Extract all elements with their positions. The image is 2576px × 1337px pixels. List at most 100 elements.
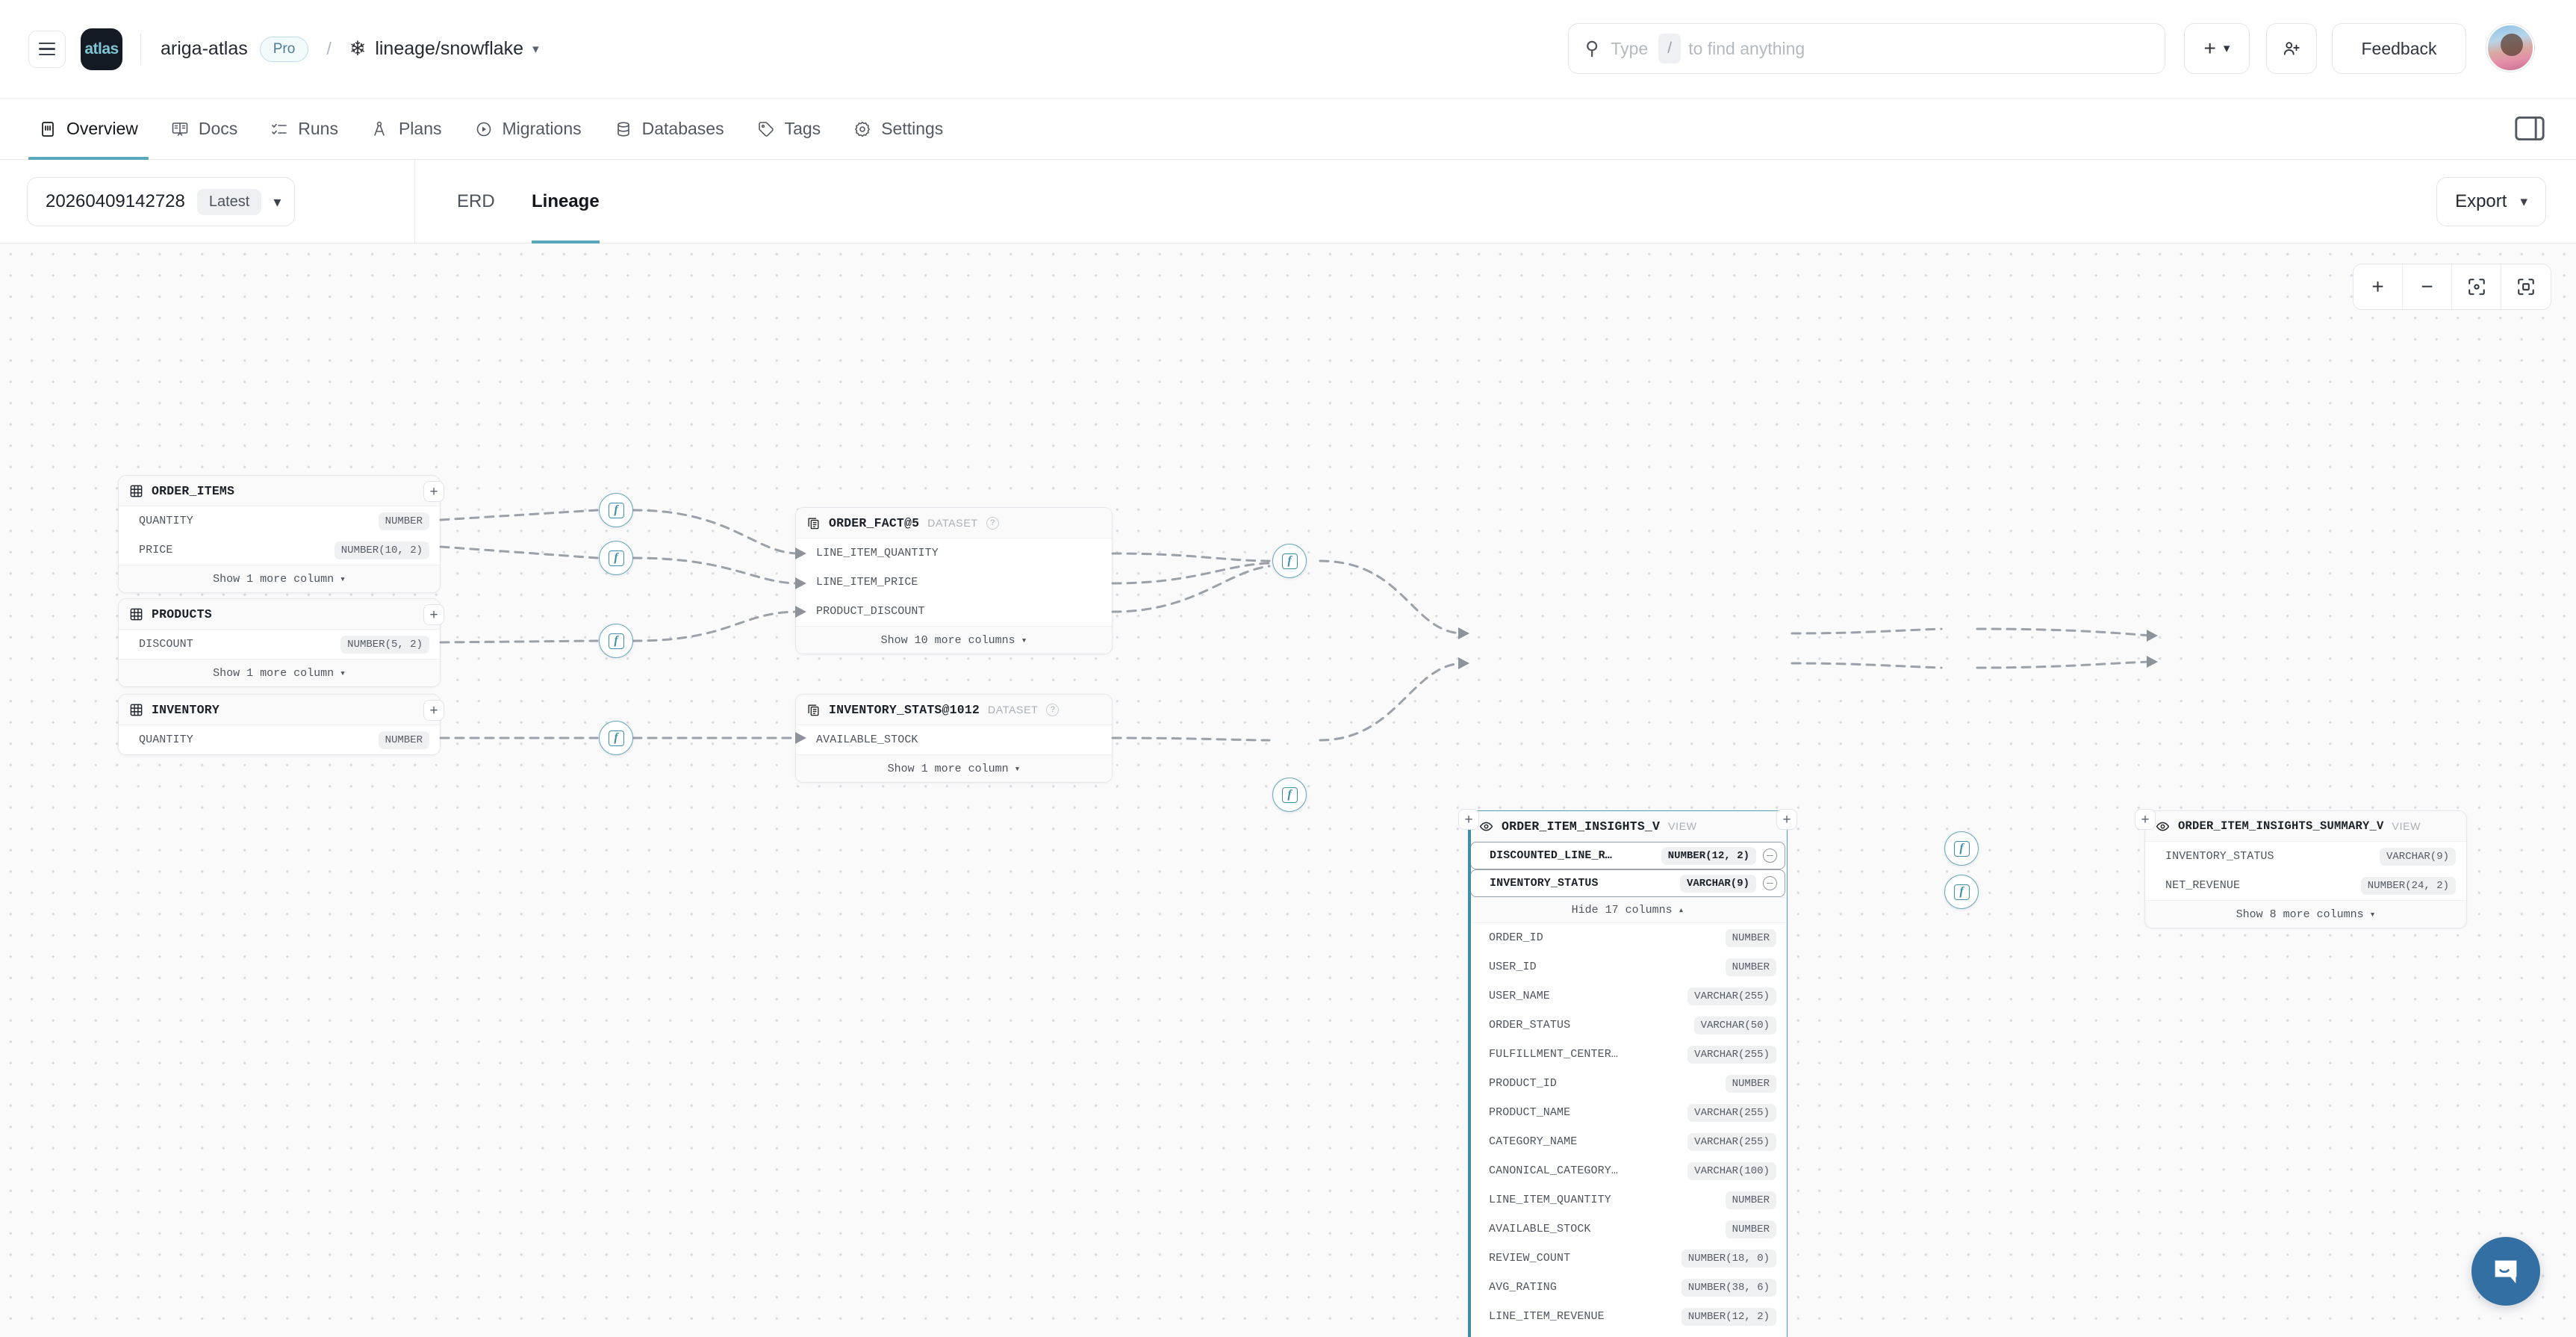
remove-column-icon[interactable]: [1763, 849, 1777, 863]
transform-node[interactable]: f: [599, 493, 633, 527]
full-screen-button[interactable]: [2501, 264, 2551, 309]
chat-support-button[interactable]: [2471, 1237, 2540, 1306]
column-name: FULFILLMENT_CENTER…: [1489, 1048, 1618, 1061]
avatar[interactable]: [2486, 24, 2534, 72]
column-name: AVAILABLE_STOCK: [816, 733, 918, 746]
column-type: NUMBER(12, 2): [1661, 846, 1756, 865]
nav-item-runs[interactable]: Runs: [254, 99, 355, 160]
show-more-columns-button[interactable]: Show 1 more column ▾: [119, 659, 440, 686]
table-icon: [130, 608, 143, 620]
expand-upstream-button[interactable]: +: [1458, 809, 1479, 830]
transform-node[interactable]: f: [1272, 778, 1307, 812]
zoom-out-button[interactable]: −: [2403, 264, 2452, 309]
remove-column-icon[interactable]: [1763, 876, 1777, 890]
invite-user-button[interactable]: [2266, 23, 2317, 74]
lineage-node-products[interactable]: + PRODUCTS DISCOUNT NUMBER(5, 2) Show 1 …: [118, 598, 444, 687]
nav-item-docs[interactable]: Docs: [155, 99, 254, 160]
tab-erd[interactable]: ERD: [457, 160, 495, 243]
export-button[interactable]: Export ▾: [2436, 177, 2546, 226]
nav-item-overview[interactable]: Overview: [22, 99, 155, 160]
breadcrumb-org[interactable]: ariga-atlas: [161, 38, 248, 59]
column-row[interactable]: PRODUCT_DISCOUNT: [796, 597, 1112, 626]
nav-item-tags[interactable]: Tags: [741, 99, 838, 160]
fit-view-button[interactable]: [2452, 264, 2501, 309]
column-row[interactable]: CANONICAL_CATEGORY…VARCHAR(100): [1469, 1156, 1787, 1185]
transform-node[interactable]: f: [599, 541, 633, 575]
menu-toggle-button[interactable]: [28, 30, 66, 68]
column-row[interactable]: PRICE NUMBER(10, 2): [119, 536, 440, 565]
lineage-node-order-items[interactable]: + ORDER_ITEMS QUANTITY NUMBER PRICE NUMB…: [118, 475, 444, 593]
help-icon[interactable]: ?: [1046, 703, 1060, 716]
column-type: NUMBER(10, 2): [334, 541, 429, 559]
breadcrumb-separator: /: [326, 39, 332, 58]
column-row[interactable]: AVAILABLE_STOCK: [796, 725, 1112, 754]
tags-icon: [757, 120, 775, 138]
create-new-button[interactable]: + ▾: [2184, 23, 2250, 74]
column-name: DISCOUNT: [139, 638, 193, 651]
chevron-down-icon: ▾: [1021, 634, 1027, 646]
transform-node[interactable]: f: [1944, 831, 1979, 866]
toggle-side-panel-button[interactable]: [2513, 114, 2546, 143]
hide-columns-button[interactable]: Hide 17 columns ▴: [1469, 897, 1787, 923]
column-row[interactable]: NET_REVENUE NUMBER(24, 2): [2145, 871, 2466, 900]
show-more-columns-button[interactable]: Show 10 more columns ▾: [796, 626, 1112, 654]
help-icon[interactable]: ?: [986, 516, 999, 530]
lineage-node-order-item-insights-v[interactable]: + + ORDER_ITEM_INSIGHTS_V VIEW DISCOUNTE…: [1458, 809, 1797, 1337]
zoom-in-button[interactable]: +: [2353, 264, 2403, 309]
nav-item-databases[interactable]: Databases: [598, 99, 741, 160]
expand-node-button[interactable]: +: [423, 604, 444, 625]
atlas-logo[interactable]: atlas: [81, 28, 122, 70]
node-header: INVENTORY_STATS@1012 DATASET ?: [796, 695, 1112, 725]
breadcrumb-project[interactable]: lineage/snowflake: [375, 38, 524, 59]
feedback-button[interactable]: Feedback: [2332, 23, 2466, 74]
tab-lineage[interactable]: Lineage: [532, 160, 600, 243]
column-row[interactable]: QUANTITY NUMBER: [119, 506, 440, 536]
transform-node[interactable]: f: [1272, 544, 1307, 578]
lineage-node-order-fact[interactable]: ORDER_FACT@5 DATASET ? LINE_ITEM_QUANTIT…: [795, 507, 1113, 654]
column-type: VARCHAR(255): [1687, 987, 1776, 1005]
lineage-node-inventory-stats[interactable]: INVENTORY_STATS@1012 DATASET ? AVAILABLE…: [795, 694, 1113, 783]
nav-item-plans[interactable]: Plans: [355, 99, 458, 160]
search-input[interactable]: ⚲ Type / to find anything: [1568, 23, 2165, 74]
nav-item-migrations[interactable]: Migrations: [458, 99, 598, 160]
column-row[interactable]: QUANTITY NUMBER: [119, 725, 440, 754]
nav-label: Overview: [66, 119, 138, 138]
show-more-columns-button[interactable]: Show 8 more columns ▾: [2145, 900, 2466, 928]
column-name: DISCOUNTED_LINE_R…: [1490, 849, 1612, 862]
column-row[interactable]: LINE_ITEM_QUANTITY: [796, 539, 1112, 568]
nav-item-settings[interactable]: Settings: [837, 99, 959, 160]
show-more-columns-button[interactable]: Show 1 more column ▾: [796, 754, 1112, 782]
show-more-columns-button[interactable]: Show 1 more column ▾: [119, 565, 440, 592]
lineage-canvas[interactable]: + −: [0, 243, 2576, 1337]
column-row[interactable]: FULFILLMENT_CENTER…VARCHAR(255): [1469, 1040, 1787, 1069]
column-row-highlighted[interactable]: INVENTORY_STATUS VARCHAR(9): [1470, 869, 1785, 897]
column-row[interactable]: LINE_ITEM_PRICE: [796, 568, 1112, 597]
column-row-highlighted[interactable]: DISCOUNTED_LINE_R… NUMBER(12, 2): [1470, 842, 1785, 869]
column-row[interactable]: DISCOUNT NUMBER(5, 2): [119, 630, 440, 659]
lineage-node-inventory[interactable]: + INVENTORY QUANTITY NUMBER: [118, 694, 444, 755]
column-row[interactable]: REVIEW_BANDVARCHAR(9): [1469, 1331, 1787, 1337]
chevron-down-icon[interactable]: ▾: [532, 41, 539, 56]
expand-node-button[interactable]: +: [423, 481, 444, 502]
transform-node[interactable]: f: [599, 721, 633, 755]
transform-node[interactable]: f: [599, 624, 633, 658]
version-selector[interactable]: 20260409142728 Latest ▾: [27, 177, 296, 226]
transform-node[interactable]: f: [1944, 875, 1979, 909]
expand-upstream-button[interactable]: +: [2135, 809, 2156, 830]
expand-node-button[interactable]: +: [423, 700, 444, 721]
lineage-node-order-item-insights-summary-v[interactable]: + ORDER_ITEM_INSIGHTS_SUMMARY_V VIEW INV…: [2135, 809, 2467, 928]
column-row[interactable]: INVENTORY_STATUS VARCHAR(9): [2145, 842, 2466, 871]
expand-downstream-button[interactable]: +: [1776, 809, 1797, 830]
